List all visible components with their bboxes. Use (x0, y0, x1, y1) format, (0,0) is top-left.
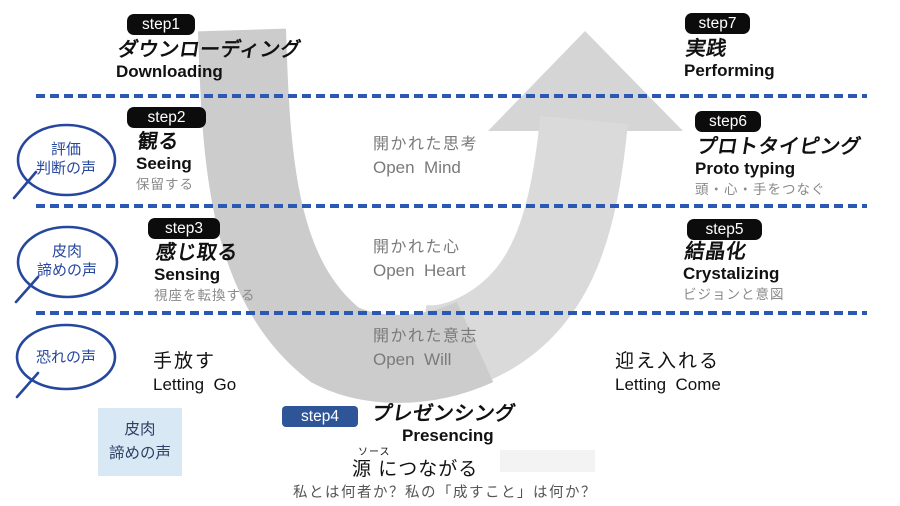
judgment-voice-tail (12, 170, 38, 200)
cynicism-box-line2: 諦めの声 (108, 445, 171, 462)
step5-badge: step5 (687, 219, 762, 240)
step2-note: 保留する (136, 177, 194, 192)
fear-voice-label: 恐れの声 (16, 348, 116, 367)
step6-title-ja: プロトタイピング (695, 136, 863, 158)
fear-voice-line1: 恐れの声 (35, 349, 96, 366)
step4-badge: step4 (282, 406, 358, 427)
letting-come-label: 迎え入れる Letting Come (615, 349, 721, 396)
step7-badge: step7 (685, 13, 750, 34)
cynicism-box-line1: 皮肉 (124, 421, 156, 438)
step6-badge: step6 (695, 111, 761, 132)
step1-label-group: ダウンローディング Downloading (116, 39, 303, 82)
open-will-ja: 開かれた意志 (373, 328, 479, 345)
open-mind-en: Open Mind (373, 158, 461, 177)
step6-label-group: プロトタイピング Proto typing 頭・心・手をつなぐ (695, 136, 863, 198)
letting-go-label: 手放す Letting Go (153, 349, 236, 396)
judgment-voice-label: 評価 判断の声 (16, 140, 116, 178)
step7-title-ja: 実践 (684, 38, 729, 60)
judgment-voice-line1: 評価 (50, 141, 81, 158)
letting-come-ja: 迎え入れる (615, 351, 721, 372)
step1-title-ja: ダウンローディング (116, 39, 303, 61)
open-heart-label: 開かれた心 Open Heart (373, 236, 466, 282)
step3-title-ja: 感じ取る (154, 242, 240, 264)
u-arrow-left-arm (198, 28, 494, 403)
open-will-label: 開かれた意志 Open Will (373, 325, 478, 371)
cynicism-voice-line1: 皮肉 (51, 243, 82, 260)
u-arrow-head (488, 31, 683, 131)
open-mind-ja: 開かれた思考 (373, 136, 479, 153)
judgment-voice-line2: 判断の声 (35, 160, 96, 177)
step2-label-group: 観る Seeing 保留する (136, 131, 194, 193)
step1-badge: step1 (127, 14, 195, 35)
step5-note: ビジョンと意図 (683, 287, 785, 302)
step5-title-ja: 結晶化 (683, 241, 749, 263)
step7-label-group: 実践 Performing (684, 38, 775, 81)
open-will-en: Open Will (373, 350, 452, 369)
cynicism-voice-line2: 諦めの声 (36, 262, 97, 279)
step2-title-ja: 観る (136, 131, 181, 153)
step5-label-group: 結晶化 Crystalizing ビジョンと意図 (683, 241, 785, 303)
step7-title-en: Performing (684, 61, 775, 80)
fear-voice-bubble (15, 323, 117, 391)
step4-title-en: Presencing (402, 426, 494, 445)
open-heart-ja: 開かれた心 (373, 239, 461, 256)
step4-title-ja: プレゼンシング (370, 403, 518, 425)
step1-title-en: Downloading (116, 62, 223, 81)
fear-voice-tail (15, 371, 40, 399)
cynicism-voice-label: 皮肉 諦めの声 (17, 242, 117, 280)
step3-title-en: Sensing (154, 265, 221, 284)
cynicism-voice-box: 皮肉 諦めの声 (98, 408, 182, 476)
cynicism-voice-tail (14, 275, 40, 304)
cynicism-voice-bubble (16, 225, 119, 299)
letting-go-en: Letting Go (153, 375, 237, 394)
step2-badge: step2 (127, 107, 206, 128)
source-label: 源 につながる (352, 459, 479, 480)
step3-note: 視座を転換する (154, 288, 256, 303)
judgment-voice-bubble (16, 123, 117, 197)
watermark-remnant (500, 450, 595, 472)
step6-title-en: Proto typing (695, 159, 796, 178)
step6-note: 頭・心・手をつなぐ (695, 182, 826, 197)
bottom-question: 私とは何者か？私の「成すこと」は何か？ (293, 485, 597, 501)
open-mind-label: 開かれた思考 Open Mind (373, 133, 478, 179)
letting-go-ja: 手放す (153, 351, 217, 372)
step3-badge: step3 (148, 218, 220, 239)
source-ruby: ソース (358, 447, 391, 458)
step2-title-en: Seeing (136, 154, 192, 173)
open-heart-en: Open Heart (373, 261, 466, 280)
step5-title-en: Crystalizing (683, 264, 780, 283)
step3-label-group: 感じ取る Sensing 視座を転換する (154, 242, 256, 304)
letting-come-en: Letting Come (615, 375, 721, 394)
